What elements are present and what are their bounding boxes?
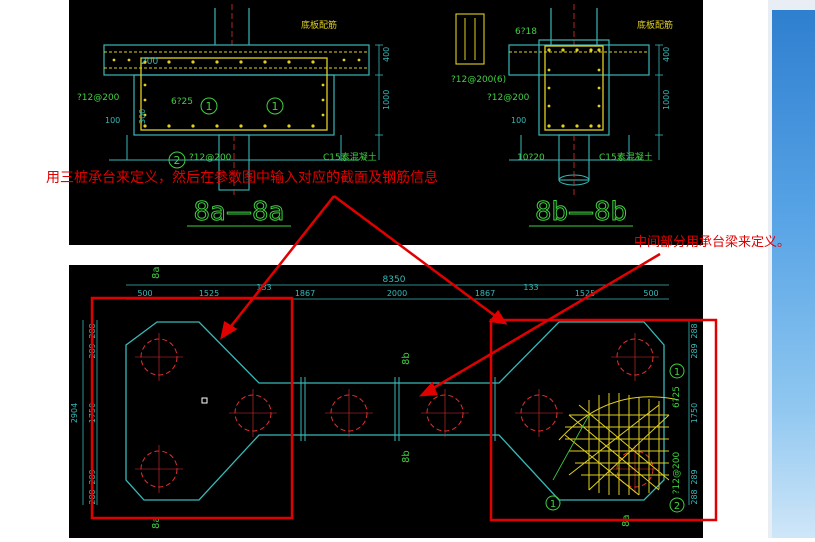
section-8a-title: 8a—8a bbox=[194, 197, 285, 227]
callout-1a: 1 bbox=[206, 100, 213, 113]
section-drawing: 1 1 2 底板配筋 200 400 1000 ?12@200 6?25 100… bbox=[77, 4, 673, 228]
annotation-left: 用三桩承台来定义，然后在参数图中输入对应的截面及钢筋信息 bbox=[46, 170, 438, 186]
rebar-bottom-label-b: 10?20 bbox=[517, 153, 545, 163]
bottom-rebar-label-b: 底板配筋 bbox=[637, 19, 673, 31]
dim-right-4: 289 bbox=[690, 469, 699, 484]
dim-top-2: 1525 bbox=[199, 289, 219, 298]
rebar-stirrup-label-b: ?12@200(6) bbox=[451, 75, 506, 85]
dim-100-label-a: 100 bbox=[105, 116, 120, 125]
section-drawing-panel: 1 1 2 底板配筋 200 400 1000 ?12@200 6?25 100… bbox=[69, 0, 703, 245]
dim-300-label: 300 bbox=[138, 109, 147, 124]
section-mark-8a-top: 8a bbox=[151, 267, 162, 280]
callout-1b: 1 bbox=[272, 100, 279, 113]
dim-400-label-a: 400 bbox=[382, 47, 391, 62]
dim-200-label: 200 bbox=[141, 57, 158, 67]
left-highlight-box bbox=[90, 296, 294, 520]
section-mark-8b-top: 8b bbox=[401, 352, 412, 365]
right-highlight-box bbox=[489, 318, 718, 522]
rebar-side-label-b: ?12@200 bbox=[487, 93, 530, 103]
dim-right-2: 289 bbox=[690, 343, 699, 358]
section-8a: 1 1 2 底板配筋 200 400 1000 ?12@200 6?25 100… bbox=[77, 4, 391, 228]
plan-callout-1-right: 1 bbox=[674, 367, 680, 378]
rebar-main-label-a: 6?25 bbox=[171, 97, 193, 107]
plan-callout-1: 1 bbox=[550, 499, 556, 510]
rebar-right-2: ?12@200 bbox=[672, 452, 682, 495]
rebar-side-label-a: ?12@200 bbox=[77, 93, 120, 103]
dim-top-5: 2000 bbox=[387, 289, 407, 298]
concrete-label-a: C15素混凝土 bbox=[323, 151, 377, 163]
annotation-right: 中间部分用承台梁来定义。 bbox=[634, 235, 791, 250]
dim-100-label-b: 100 bbox=[511, 116, 526, 125]
rebar-bottom-label-a: ?12@200 bbox=[189, 153, 232, 163]
dim-top-9: 500 bbox=[643, 289, 658, 298]
dim-right-1: 288 bbox=[690, 323, 699, 338]
dim-right-3: 1750 bbox=[690, 403, 699, 423]
dim-400-label-b: 400 bbox=[662, 47, 671, 62]
dim-top-3: 133 bbox=[256, 283, 271, 292]
section-8b: 6?18 底板配筋 ?12@200(6) ?12@200 400 1000 10… bbox=[451, 4, 673, 228]
dim-top-6: 1867 bbox=[475, 289, 495, 298]
pile-cap-outline bbox=[125, 321, 665, 501]
dim-1000-label-b: 1000 bbox=[662, 90, 671, 110]
dim-total: 8350 bbox=[383, 275, 406, 285]
dim-top-8: 1525 bbox=[575, 289, 595, 298]
concrete-label-b: C15素混凝土 bbox=[599, 151, 653, 163]
section-mark-8b-bottom: 8b bbox=[401, 450, 412, 463]
rebar-mesh bbox=[558, 393, 680, 496]
bottom-rebar-label-a: 底板配筋 bbox=[301, 19, 337, 31]
callout-2: 2 bbox=[174, 154, 181, 167]
dim-right-5: 288 bbox=[690, 489, 699, 504]
dim-top-4: 1867 bbox=[295, 289, 315, 298]
dim-top-1: 500 bbox=[137, 289, 152, 298]
rebar-right-1: 6?25 bbox=[672, 386, 682, 408]
rebar-top-label-b: 6?18 bbox=[515, 27, 537, 37]
dim-1000-label-a: 1000 bbox=[382, 90, 391, 110]
sidebar-ad-image bbox=[772, 10, 815, 538]
dim-top-7: 133 bbox=[523, 283, 538, 292]
section-mark-8a-bottom: 8a bbox=[151, 517, 162, 530]
plan-callout-2: 2 bbox=[674, 501, 680, 512]
section-8b-title: 8b—8b bbox=[535, 197, 627, 227]
dim-left-total: 2904 bbox=[70, 403, 79, 423]
